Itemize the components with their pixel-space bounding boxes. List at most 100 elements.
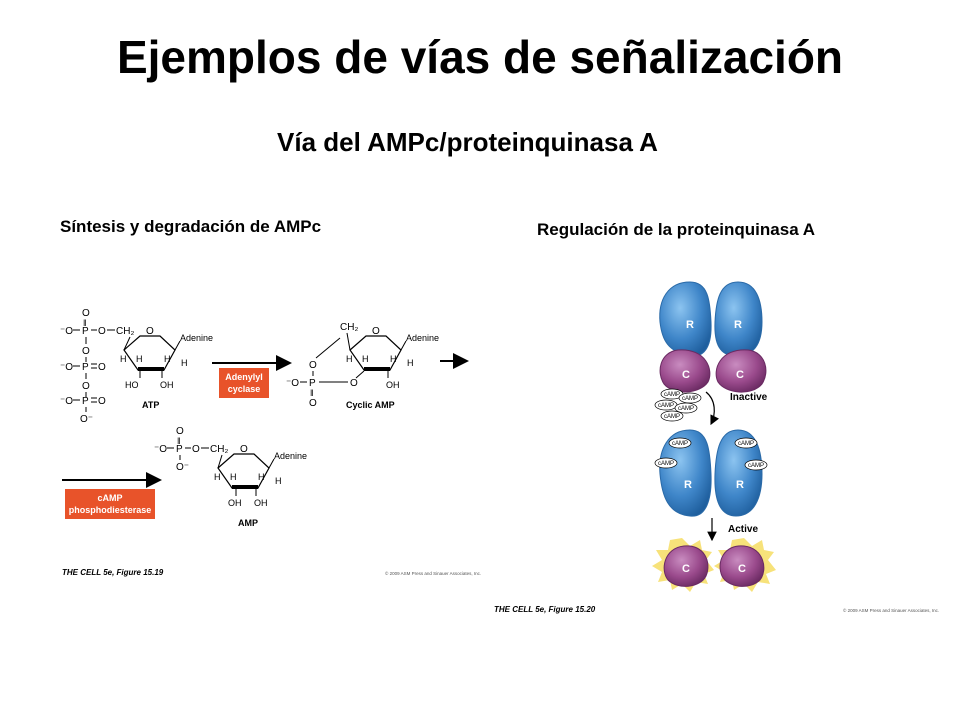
pka-regulation-figure: R R C C cAMP cAMP cAMP cAMP cAMP Inactiv…	[494, 281, 939, 614]
cyclic-amp-molecule: CH₂ O Adenine H H H H OH O ⁻O P O ‖ O C	[286, 322, 439, 410]
atom-o: O	[98, 326, 106, 337]
ring-oxygen: O	[146, 326, 154, 337]
ring-oxygen: O	[240, 444, 248, 455]
atom-h: H	[407, 358, 414, 368]
amp-molecule: O ‖ ⁻O P O CH₂ O⁻ O Adenine H H H H OH O…	[154, 426, 307, 528]
adenylyl-cyclase-label-2: cyclase	[228, 384, 261, 394]
atom-o: O	[350, 378, 358, 389]
camp-molecule: cAMP	[658, 461, 674, 467]
atom-o-minus-r: O⁻	[80, 414, 93, 425]
cyclic-amp-label: Cyclic AMP	[346, 400, 395, 410]
slide-title: Ejemplos de vías de señalización	[116, 31, 844, 83]
atom-o: O	[82, 381, 90, 392]
atom-h: H	[136, 354, 143, 364]
camp-molecule: cAMP	[682, 396, 698, 402]
regulatory-label: R	[736, 479, 744, 491]
adenine-label: Adenine	[274, 451, 307, 461]
catalytic-subunit	[663, 545, 709, 587]
atom-oh: OH	[386, 380, 400, 390]
atom-o: O	[309, 398, 317, 409]
catalytic-label: C	[682, 563, 690, 575]
double-bond: ‖	[310, 388, 314, 398]
adenine-label: Adenine	[180, 333, 213, 343]
phosphodiesterase-label-2: phosphodiesterase	[69, 505, 152, 515]
atom-ho: HO	[125, 380, 139, 390]
atom-h: H	[181, 358, 188, 368]
atom-p: P	[176, 444, 183, 455]
atp-label: ATP	[142, 400, 159, 410]
camp-molecule: cAMP	[664, 414, 680, 420]
camp-molecule: cAMP	[658, 403, 674, 409]
right-copyright: © 2009 ASM Press and Sinauer Associates,…	[843, 607, 939, 613]
active-label: Active	[728, 524, 758, 535]
atom-o: O	[82, 308, 90, 319]
atom-o: O	[192, 444, 200, 455]
atom-o: O	[98, 396, 106, 407]
regulatory-subunit	[659, 429, 712, 517]
double-bond: ‖	[177, 436, 181, 446]
catalytic-label: C	[738, 563, 746, 575]
atom-o: O	[176, 426, 184, 437]
atom-o-minus: ⁻O	[60, 362, 73, 373]
catalytic-subunit	[719, 545, 765, 587]
atom-p: P	[82, 396, 89, 407]
atom-o: O	[98, 362, 106, 373]
atom-h: H	[120, 354, 127, 364]
amp-label: AMP	[238, 518, 258, 528]
camp-molecule: cAMP	[664, 392, 680, 398]
atom-h: H	[258, 472, 265, 482]
regulatory-label: R	[686, 319, 694, 331]
regulatory-label: R	[684, 479, 692, 491]
atom-o-minus: ⁻O	[286, 378, 299, 389]
camp-synthesis-figure: O ‖ ⁻O P O CH₂ O ⁻O P O O ⁻O P	[60, 308, 481, 577]
atom-o-minus: ⁻O	[60, 326, 73, 337]
ring-oxygen: O	[372, 326, 380, 337]
inactive-label: Inactive	[730, 392, 768, 403]
atom-ch2: CH₂	[210, 444, 228, 455]
left-figure-caption: THE CELL 5e, Figure 15.19	[62, 568, 164, 577]
camp-molecule: cAMP	[738, 441, 754, 447]
atom-h: H	[362, 354, 369, 364]
atom-o-minus: ⁻O	[154, 444, 167, 455]
atom-o-minus: ⁻O	[60, 396, 73, 407]
camp-molecule: cAMP	[678, 406, 694, 412]
atom-h: H	[346, 354, 353, 364]
atom-ch2: CH₂	[340, 322, 358, 333]
free-camp-group: cAMP cAMP cAMP cAMP cAMP	[654, 388, 702, 422]
atom-p: P	[82, 362, 89, 373]
adenine-label: Adenine	[406, 333, 439, 343]
catalytic-subunit	[659, 349, 711, 393]
atom-h: H	[214, 472, 221, 482]
activation-arrow	[705, 391, 720, 426]
left-panel-label: Síntesis y degradación de AMPc	[60, 217, 322, 236]
atom-p: P	[82, 326, 89, 337]
atom-h: H	[275, 476, 282, 486]
atom-o: O	[82, 346, 90, 357]
inactive-holoenzyme: R R C C	[659, 281, 767, 393]
atom-oh: OH	[254, 498, 268, 508]
regulatory-subunit	[714, 429, 763, 517]
regulatory-label: R	[734, 319, 742, 331]
left-copyright: © 2009 ASM Press and Sinauer Associates,…	[385, 570, 481, 576]
regulatory-dimer-bound: R R cAMP cAMP cAMP cAMP	[654, 429, 768, 517]
adenylyl-cyclase-box	[219, 368, 269, 398]
camp-molecule: cAMP	[672, 441, 688, 447]
right-figure-caption: THE CELL 5e, Figure 15.20	[494, 605, 596, 614]
atom-h: H	[390, 354, 397, 364]
atom-oh: OH	[160, 380, 174, 390]
adenylyl-cyclase-label-1: Adenylyl	[225, 372, 263, 382]
free-catalytic-subunits: C C	[652, 538, 776, 592]
double-bond: ‖	[83, 318, 87, 328]
phosphodiesterase-label-1: cAMP	[97, 493, 122, 503]
atom-h: H	[230, 472, 237, 482]
atom-p: P	[309, 378, 316, 389]
atp-molecule: O ‖ ⁻O P O CH₂ O ⁻O P O O ⁻O P	[60, 308, 213, 425]
catalytic-label: C	[736, 369, 744, 381]
atom-ch2: CH₂	[116, 326, 134, 337]
catalytic-subunit	[715, 349, 767, 393]
right-panel-label: Regulación de la proteinquinasa A	[537, 220, 816, 239]
atom-o: O	[309, 360, 317, 371]
slide-subtitle: Vía del AMPc/proteinquinasa A	[277, 127, 658, 157]
atom-o-minus-r: O⁻	[176, 462, 189, 473]
